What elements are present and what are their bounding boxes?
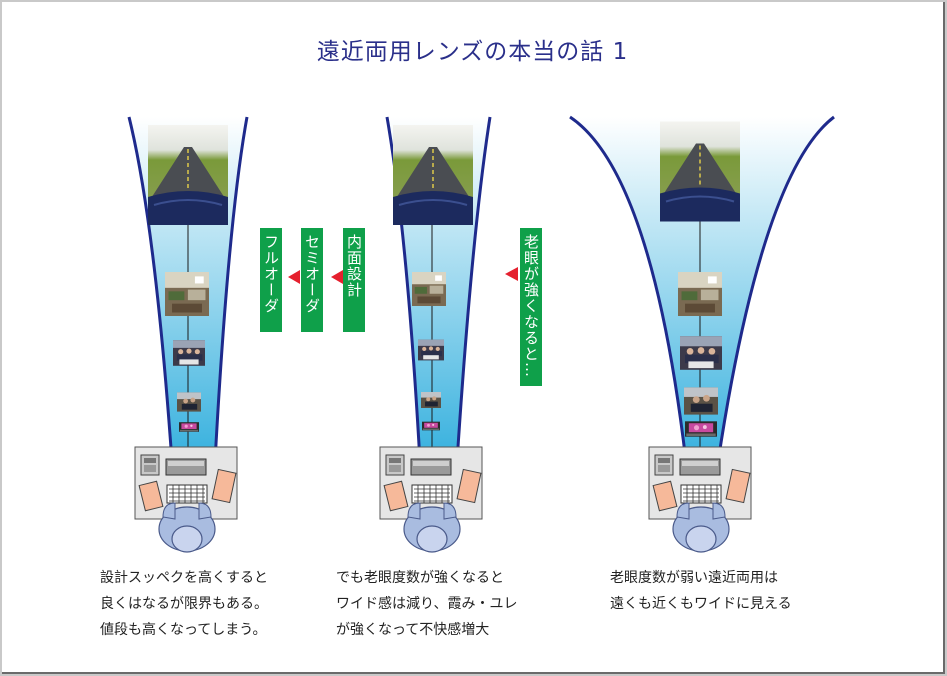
desk-workers-photo <box>684 387 718 415</box>
arrow-left-icon <box>331 270 343 284</box>
page-title: 遠近両用レンズの本当の話 1 <box>316 39 629 65</box>
caption-left: 設計スッペクを高くすると 良くはなるが限界もある。 値段も高くなってしまう。 <box>100 565 268 643</box>
funnel-wide <box>569 115 835 463</box>
office-room-photo <box>165 272 209 316</box>
road-photo <box>148 125 228 225</box>
caption-right: 老眼度数が弱い遠近両用は 遠くも近くもワイドに見える <box>610 565 792 617</box>
desk-workers-photo <box>177 392 201 412</box>
caption-line: 設計スッペクを高くすると <box>100 570 268 586</box>
arrow-left-icon <box>505 267 518 281</box>
road-photo <box>393 125 473 225</box>
funnel-middle <box>385 116 492 463</box>
caption-line: 老眼度数が弱い遠近両用は <box>610 570 778 586</box>
laptop-photo <box>685 421 717 437</box>
road-photo <box>660 120 740 223</box>
label-presbyopia-stronger: 老眼が強くなると… <box>520 228 542 386</box>
meeting-photo <box>173 340 205 366</box>
desk-unit-right <box>648 446 752 553</box>
desk-workers-photo <box>421 392 441 408</box>
caption-line: 良くはなるが限界もある。 <box>100 596 268 612</box>
caption-line: でも老眼度数が強くなると <box>336 570 504 586</box>
label-semi-order: セミオーダー <box>281 228 323 332</box>
desk-unit-middle <box>379 446 483 553</box>
office-room-photo <box>678 272 722 316</box>
caption-line: ワイド感は減り、霞み・ユレ <box>336 596 518 612</box>
caption-line: が強くなって不快感増大 <box>336 622 490 638</box>
caption-line: 値段も高くなってしまう。 <box>100 622 267 638</box>
label-inner-design: 内面設計 <box>343 228 365 332</box>
desk-unit-left <box>134 446 238 553</box>
office-room-photo <box>412 272 446 306</box>
caption-middle: でも老眼度数が強くなると ワイド感は減り、霞み・ユレ が強くなって不快感増大 <box>336 565 517 643</box>
funnel-narrow <box>127 116 249 463</box>
meeting-photo <box>680 336 722 370</box>
laptop-photo <box>422 421 440 431</box>
arrow-left-icon <box>288 270 300 284</box>
meeting-photo <box>418 339 444 361</box>
label-full-order: フルオーダー <box>240 228 282 332</box>
caption-line: 遠くも近くもワイドに見える <box>610 596 792 612</box>
laptop-photo <box>179 422 199 432</box>
